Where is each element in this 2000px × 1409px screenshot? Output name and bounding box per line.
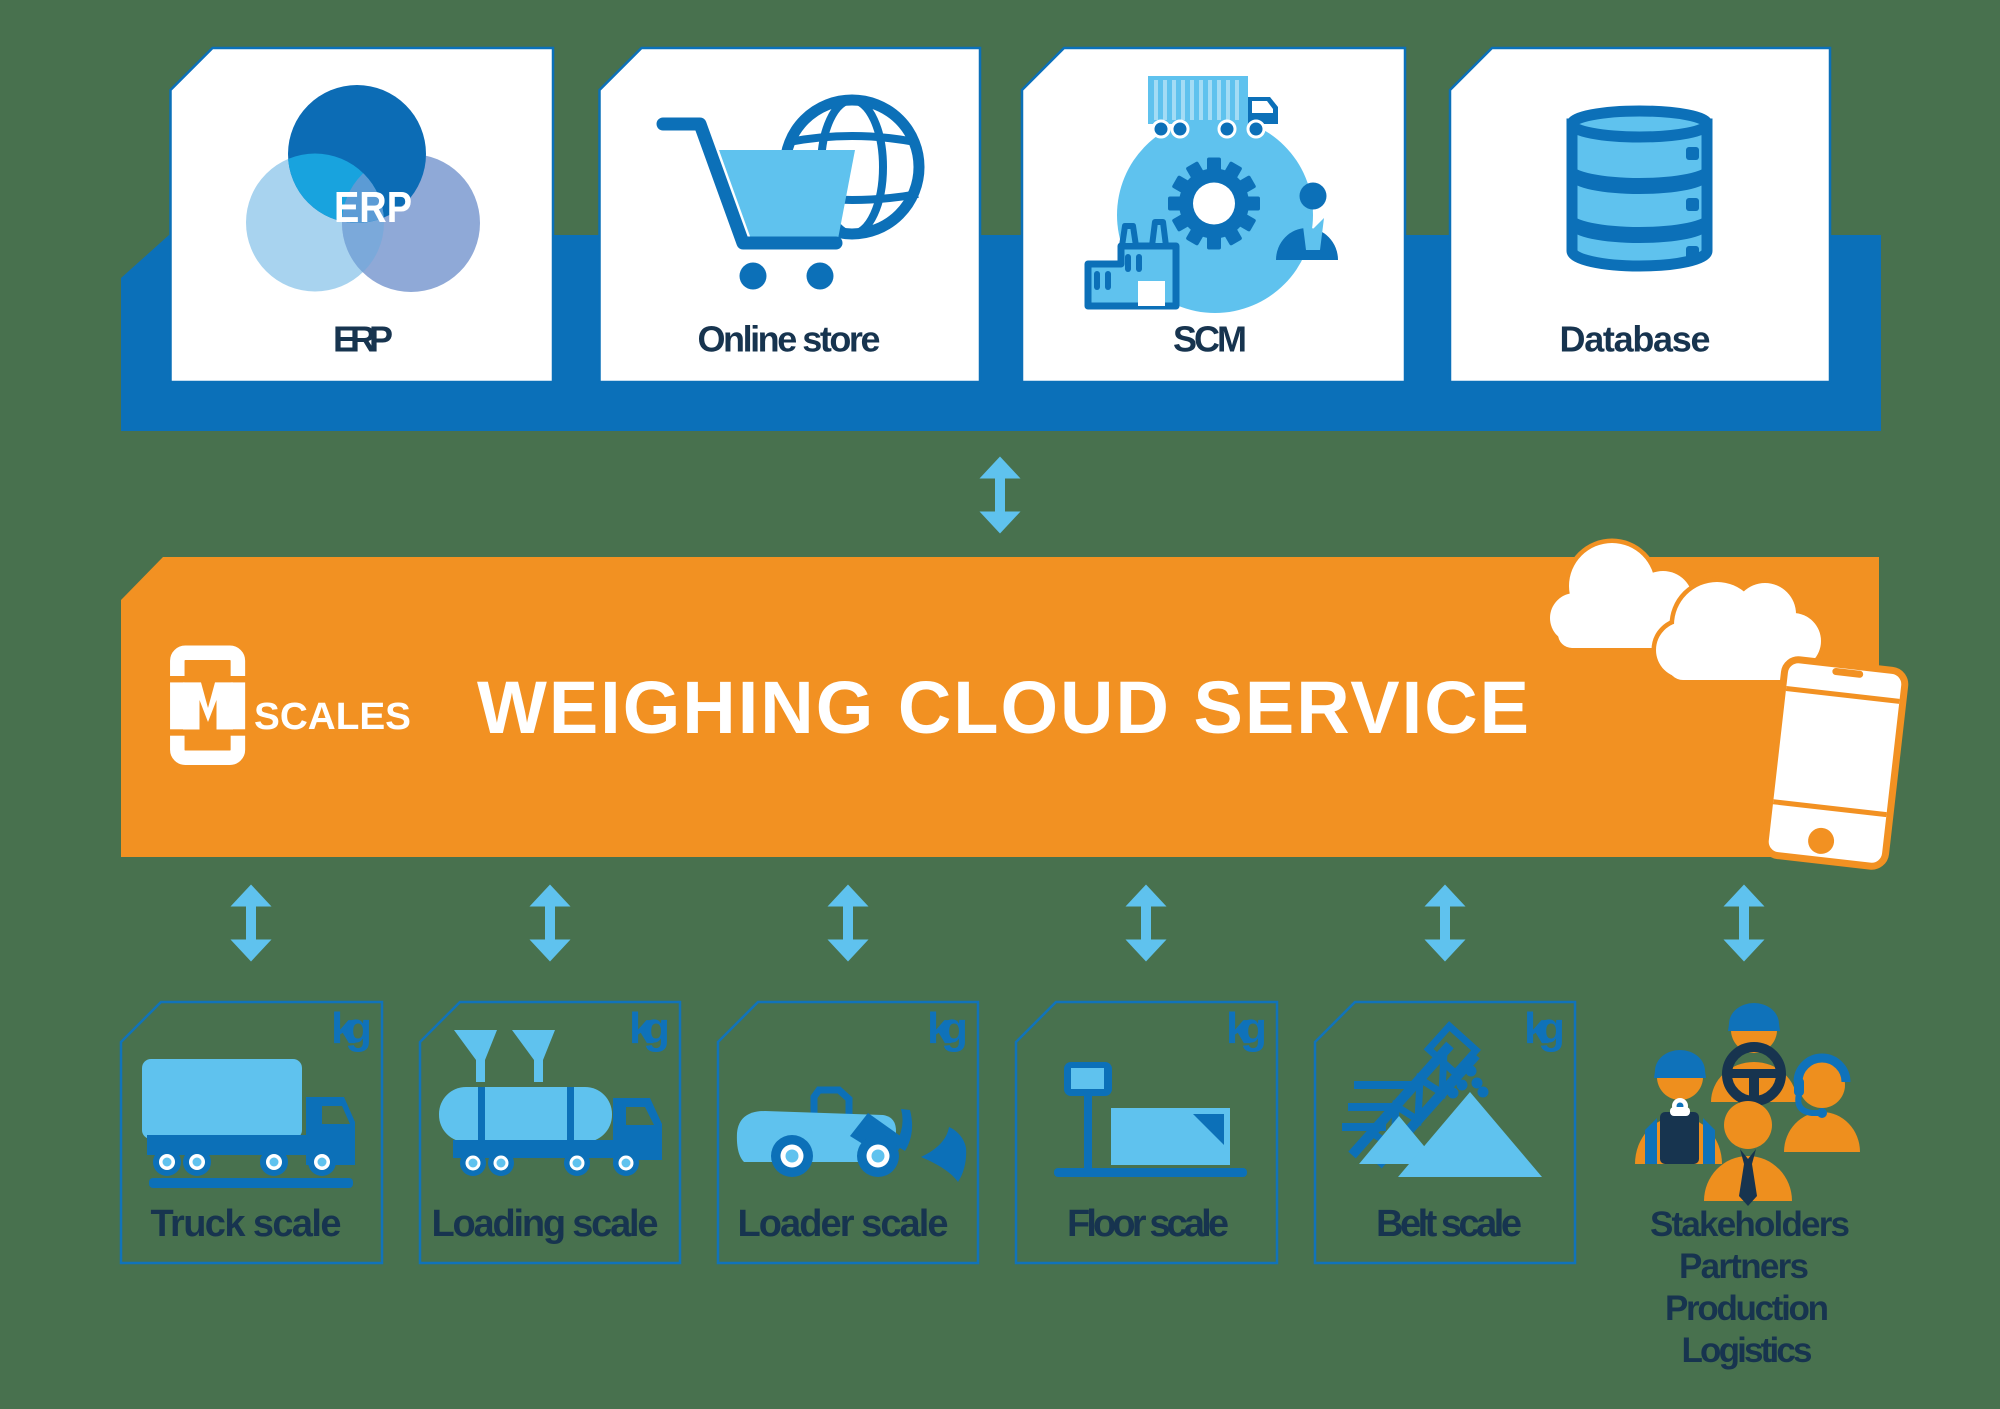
svg-text:kg: kg bbox=[629, 1004, 670, 1053]
svg-text:SCALES: SCALES bbox=[254, 696, 411, 738]
svg-text:Logistics: Logistics bbox=[1682, 1331, 1813, 1370]
svg-text:kg: kg bbox=[1524, 1004, 1565, 1053]
svg-text:Production: Production bbox=[1665, 1289, 1829, 1328]
svg-text:Stakeholders: Stakeholders bbox=[1650, 1205, 1850, 1244]
svg-text:Truck scale: Truck scale bbox=[151, 1203, 342, 1245]
svg-text:WEIGHING CLOUD SERVICE: WEIGHING CLOUD SERVICE bbox=[477, 666, 1531, 749]
svg-text:kg: kg bbox=[927, 1004, 968, 1053]
svg-text:Belt scale: Belt scale bbox=[1376, 1203, 1522, 1245]
svg-text:ERP: ERP bbox=[334, 183, 412, 232]
svg-text:ERP: ERP bbox=[333, 319, 393, 360]
svg-text:kg: kg bbox=[331, 1004, 372, 1053]
svg-text:Loading scale: Loading scale bbox=[432, 1203, 659, 1245]
svg-text:Database: Database bbox=[1560, 319, 1711, 360]
svg-text:Floor scale: Floor scale bbox=[1067, 1203, 1229, 1245]
svg-text:SCM: SCM bbox=[1173, 319, 1247, 360]
svg-text:Partners: Partners bbox=[1679, 1247, 1809, 1286]
svg-text:kg: kg bbox=[1226, 1004, 1267, 1053]
svg-text:Loader scale: Loader scale bbox=[738, 1203, 949, 1245]
svg-text:Online store: Online store bbox=[698, 319, 881, 360]
